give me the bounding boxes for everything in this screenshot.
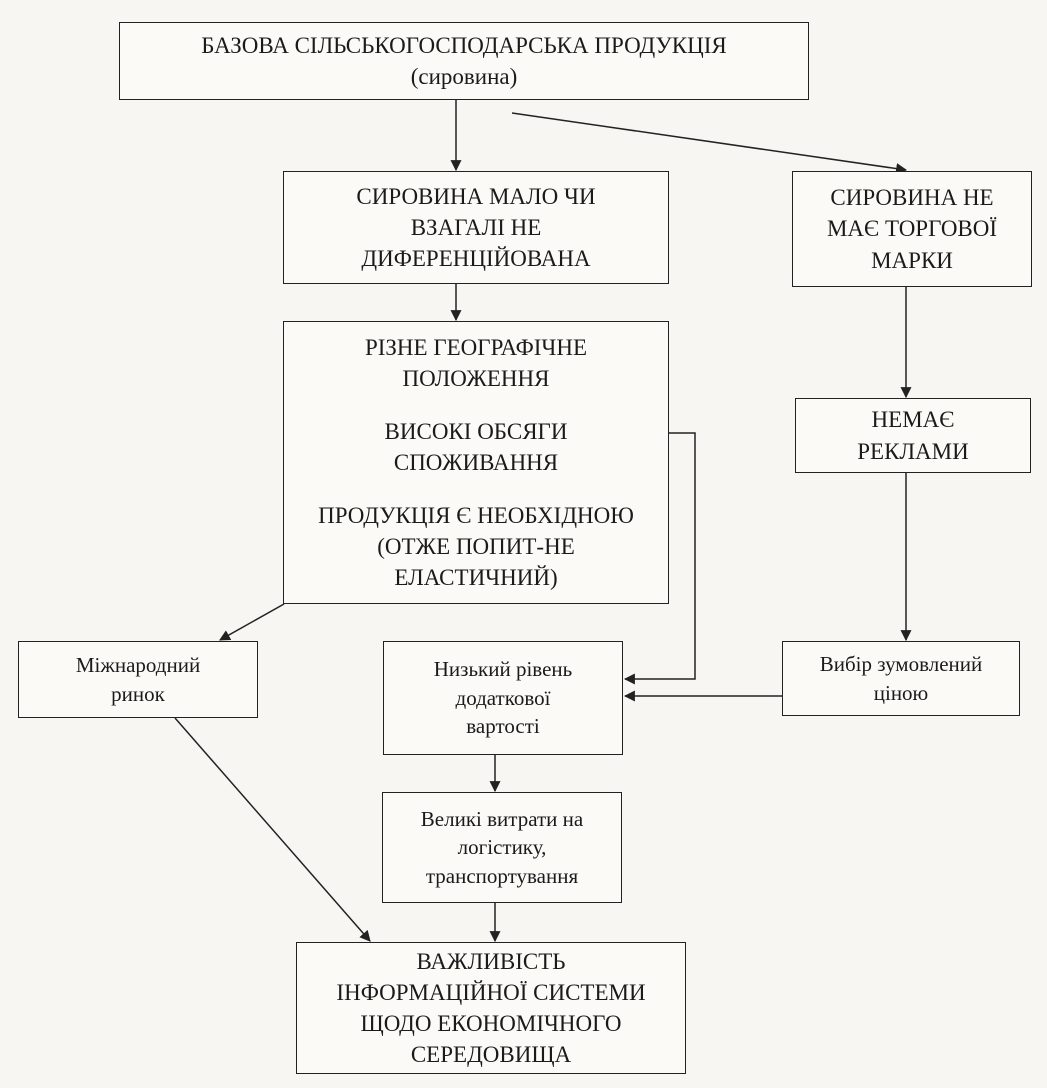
node-factors-necessary-3: ЕЛАСТИЧНИЙ): [394, 565, 558, 591]
node-price-line-2: ціною: [873, 680, 929, 705]
node-base-line-2: (сировина): [410, 64, 518, 89]
node-logistics-line-2: логістику,: [457, 835, 547, 860]
node-base-line-1: БАЗОВА СІЛЬСЬКОГОСПОДАРСЬКА ПРОДУКЦІЯ: [201, 32, 727, 58]
node-no-ads: НЕМАЄ РЕКЛАМИ: [795, 398, 1031, 473]
node-logistics-line-1: Великі витрати на: [420, 806, 584, 831]
node-lowvalue-line-2: додаткової: [455, 685, 551, 710]
node-price-based-choice: Вибір зумовлений ціною: [782, 641, 1020, 716]
node-info-line-4: СЕРЕДОВИЩА: [410, 1042, 572, 1068]
node-noads-line-1: НЕМАЄ: [871, 407, 955, 433]
node-nobrand-line-2: МАЄ ТОРГОВОЇ: [826, 216, 998, 242]
node-international-market: Міжнародний ринок: [18, 641, 258, 718]
node-logistics-line-3: транспортування: [425, 863, 579, 888]
node-base-product: БАЗОВА СІЛЬСЬКОГОСПОДАРСЬКА ПРОДУКЦІЯ (с…: [119, 22, 809, 100]
node-undiff-line-3: ДИФЕРЕНЦІЙОВАНА: [361, 246, 591, 272]
node-nobrand-line-1: СИРОВИНА НЕ: [830, 185, 994, 211]
arrow-factors-to-intl-market: [219, 603, 285, 641]
node-info-line-2: ІНФОРМАЦІЙНОЇ СИСТЕМИ: [336, 979, 646, 1005]
arrow-base-to-no-brand: [511, 112, 908, 175]
node-info-line-3: ЩОДО ЕКОНОМІЧНОГО: [360, 1011, 622, 1036]
node-factors-necessary-1: ПРОДУКЦІЯ Є НЕОБХІДНОЮ: [318, 503, 634, 529]
node-intl-line-1: Міжнародний: [75, 653, 201, 678]
node-info-line-1: ВАЖЛИВІСТЬ: [416, 948, 566, 974]
node-nobrand-line-3: МАРКИ: [871, 247, 953, 273]
node-info-system-importance: ВАЖЛИВІСТЬ ІНФОРМАЦІЙНОЇ СИСТЕМИ ЩОДО ЕК…: [296, 942, 686, 1074]
node-factors-geo-1: РІЗНЕ ГЕОГРАФІЧНЕ: [364, 334, 588, 360]
node-price-line-1: Вибір зумовлений: [819, 652, 983, 677]
node-undifferentiated: СИРОВИНА МАЛО ЧИ ВЗАГАЛІ НЕ ДИФЕРЕНЦІЙОВ…: [283, 171, 669, 284]
node-factors-necessary-2: (ОТЖЕ ПОПИТ-НЕ: [377, 534, 575, 560]
node-lowvalue-line-3: вартості: [466, 714, 540, 739]
arrow-intl-market-to-info-system: [174, 717, 371, 942]
node-logistics-costs: Великі витрати на логістику, транспортув…: [382, 792, 622, 903]
node-lowvalue-line-1: Низький рівень: [433, 657, 573, 682]
node-low-value-added: Низький рівень додаткової вартості: [383, 641, 623, 755]
node-factors-consumption-2: СПОЖИВАННЯ: [393, 449, 559, 475]
node-factors-geo-2: ПОЛОЖЕННЯ: [402, 365, 550, 391]
node-undiff-line-2: ВЗАГАЛІ НЕ: [410, 214, 542, 240]
node-no-brand: СИРОВИНА НЕ МАЄ ТОРГОВОЇ МАРКИ: [792, 171, 1032, 287]
node-undiff-line-1: СИРОВИНА МАЛО ЧИ: [356, 183, 596, 209]
node-noads-line-2: РЕКЛАМИ: [857, 438, 969, 464]
node-factors-consumption-1: ВИСОКІ ОБСЯГИ: [384, 418, 568, 444]
node-intl-line-2: ринок: [111, 681, 165, 706]
node-factors: РІЗНЕ ГЕОГРАФІЧНЕ ПОЛОЖЕННЯ ВИСОКІ ОБСЯГ…: [283, 321, 669, 604]
